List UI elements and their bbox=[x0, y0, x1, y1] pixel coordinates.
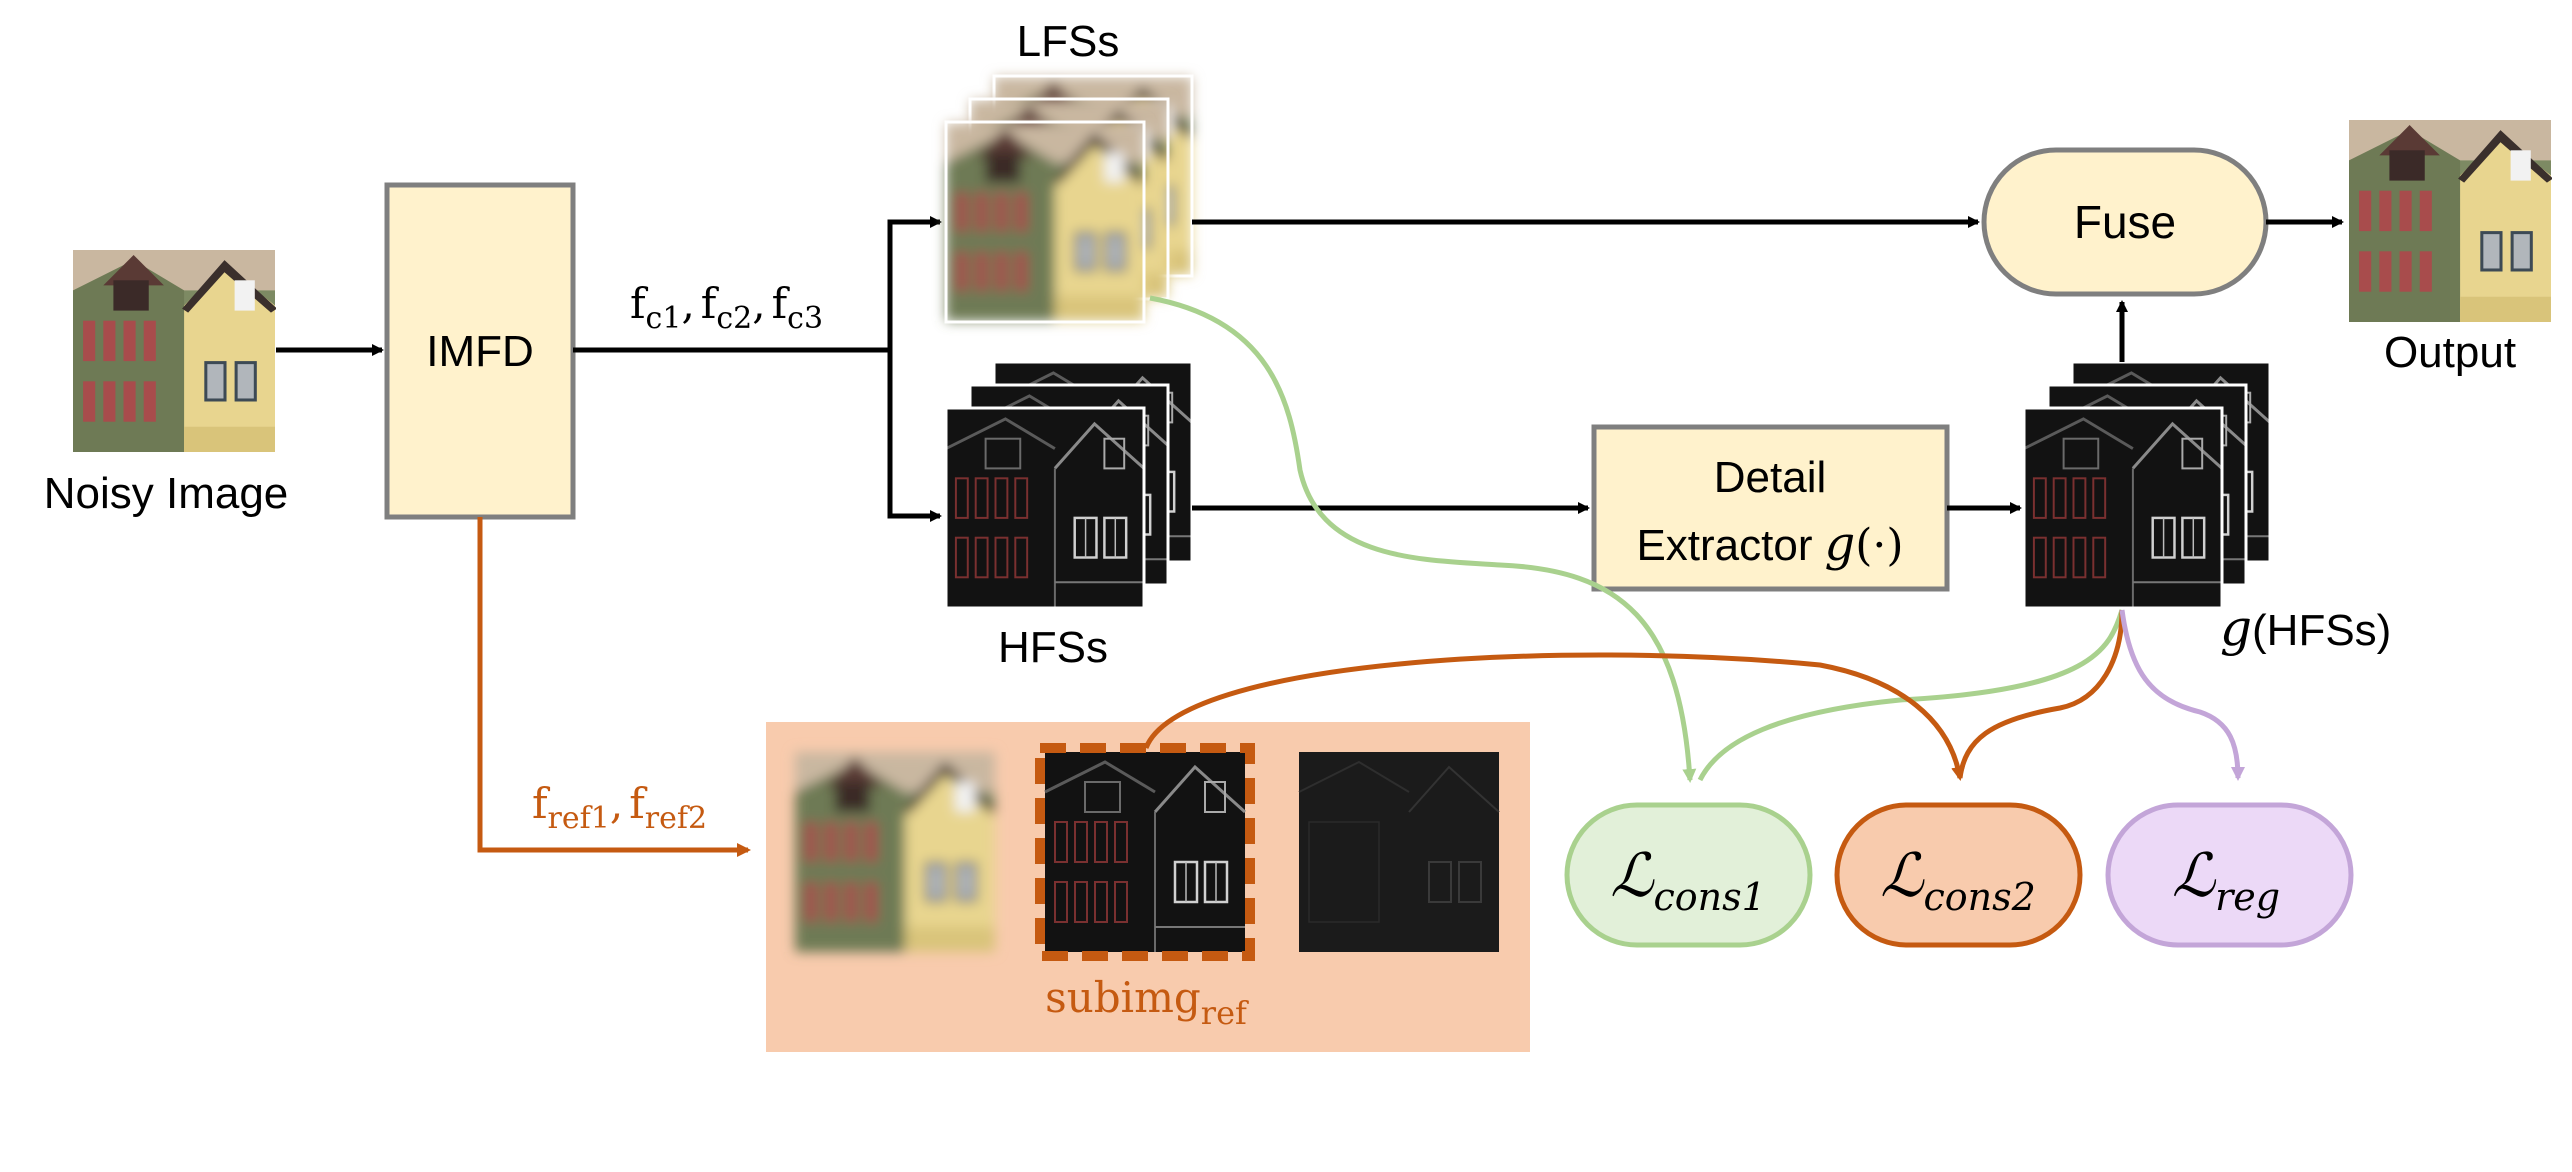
fuse-label: Fuse bbox=[2074, 196, 2176, 248]
subimg-ref-label: subimgref bbox=[1045, 973, 1249, 1032]
ghfss-stack bbox=[2022, 360, 2272, 610]
lfss-label: LFSs bbox=[1017, 17, 1120, 66]
fc-label: fc1,fc2,fc3 bbox=[630, 279, 823, 336]
lfss-stack bbox=[944, 74, 1194, 324]
imfd-label: IMFD bbox=[426, 327, 534, 376]
orange-link-ghfss-to-lcons2 bbox=[1957, 609, 2125, 779]
output-thumbnail bbox=[2349, 120, 2552, 322]
arrow-to-hfss bbox=[887, 350, 942, 522]
loss-reg-label: ℒreg bbox=[2172, 841, 2280, 919]
loss-cons2-node bbox=[1834, 802, 2083, 948]
green-link-ghfss-to-lcons1 bbox=[1697, 609, 2125, 782]
arrow-to-lfss bbox=[887, 216, 942, 350]
purple-link-ghfss-to-lreg bbox=[2119, 609, 2245, 781]
hfss-stack bbox=[944, 360, 1194, 610]
hfss-label: HFSs bbox=[998, 623, 1108, 672]
loss-cons1-label: ℒcons1 bbox=[1610, 841, 1766, 919]
loss-reg-node bbox=[2105, 802, 2354, 948]
subimage-faint bbox=[1298, 752, 1500, 952]
output-label: Output bbox=[2384, 328, 2516, 377]
noisy-image-thumbnail bbox=[73, 250, 276, 452]
loss-cons2-label: ℒcons2 bbox=[1880, 841, 2036, 919]
detail-extractor-label-1: Detail bbox=[1714, 453, 1827, 502]
noisy-image-label: Noisy Image bbox=[44, 469, 289, 518]
green-link-lfss-to-lcons1 bbox=[1149, 295, 1697, 783]
subimage-low-frequency bbox=[795, 752, 996, 952]
subimage-reference bbox=[1035, 743, 1255, 961]
orange-link-subimg-to-lcons2 bbox=[1143, 652, 1966, 781]
fref-label: fref1,fref2 bbox=[532, 779, 707, 836]
loss-cons1-node bbox=[1564, 802, 1813, 948]
ghfss-label: g(HFSs) bbox=[2220, 599, 2391, 657]
arrow-imfd-to-reference bbox=[477, 517, 751, 857]
detail-extractor-box bbox=[1591, 424, 1950, 592]
